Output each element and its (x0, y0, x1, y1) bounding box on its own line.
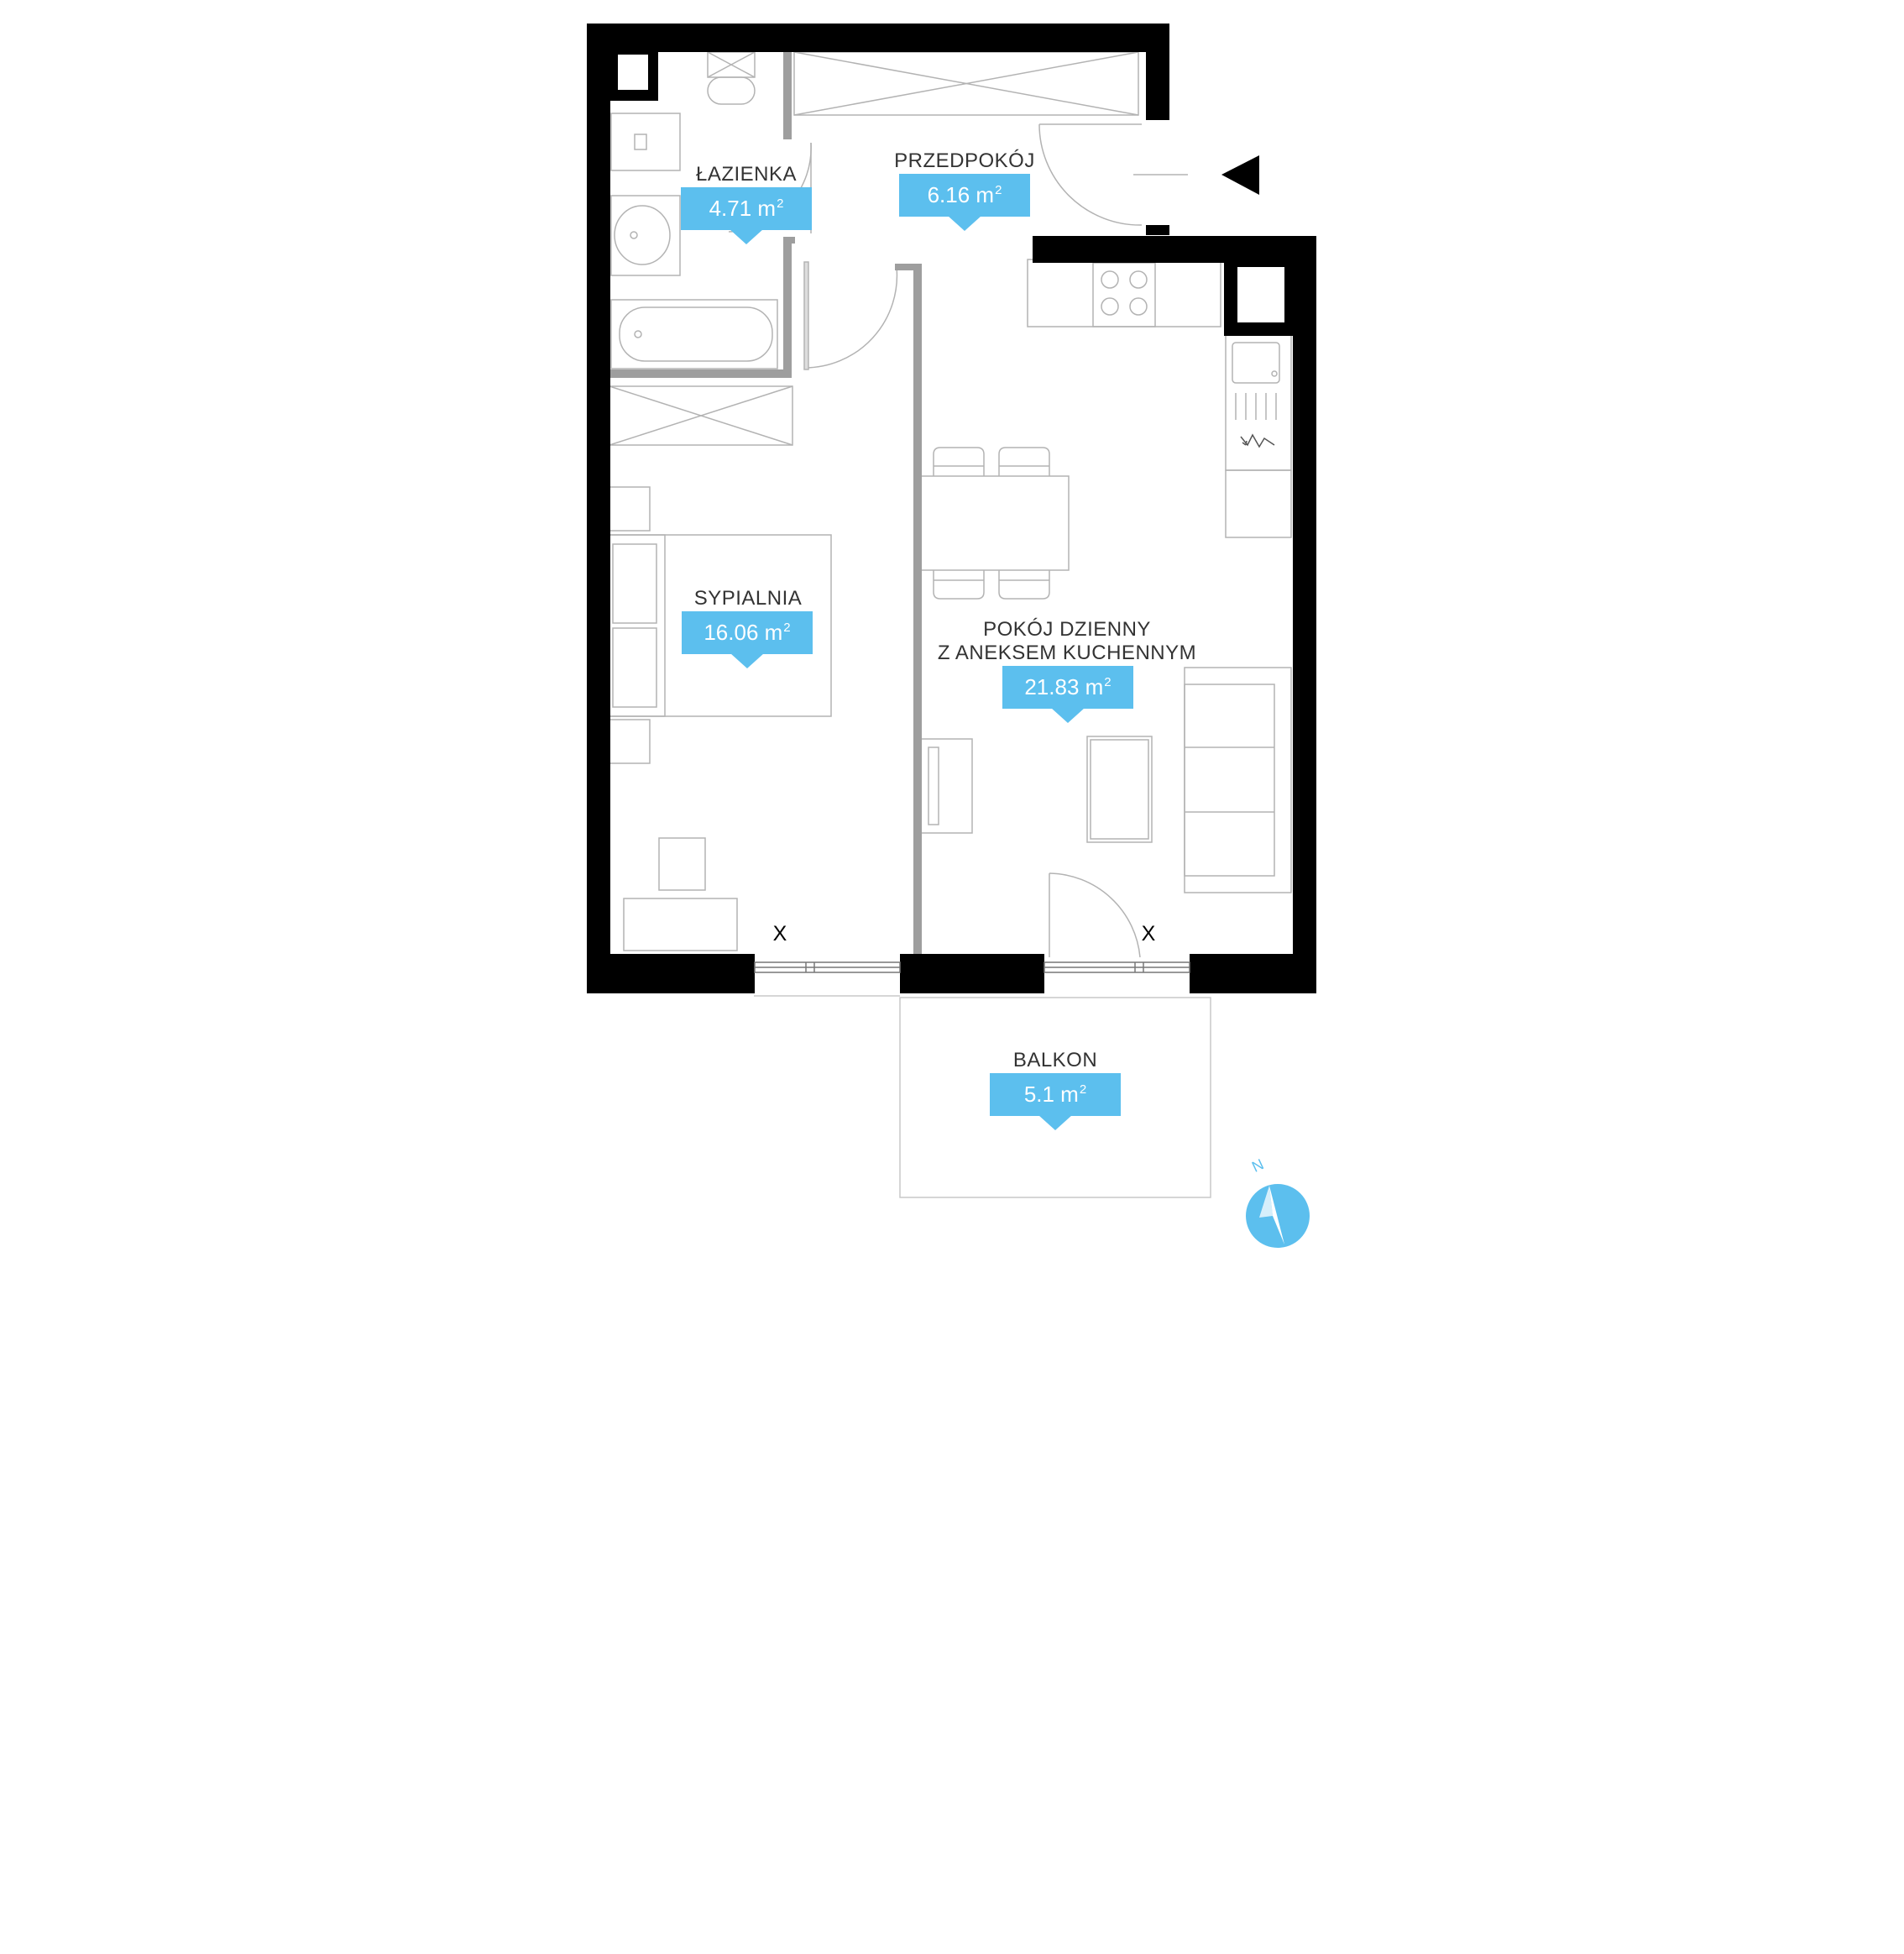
sofa (1184, 667, 1292, 893)
area-tag-pokoj: 21.83 m2 (1002, 666, 1133, 723)
area-value: 21.83 m (1024, 674, 1104, 699)
area-tag-lazienka: 4.71 m2 (681, 187, 812, 244)
area-unit-sup: 2 (777, 196, 784, 211)
furniture (609, 51, 1292, 1198)
area-unit-sup: 2 (783, 621, 791, 635)
washing-machine (610, 113, 681, 171)
wardrobe-bedroom (609, 385, 793, 446)
dining-table (918, 447, 1070, 600)
room-name-pokoj-line2: Z ANEKSEM KUCHENNYM (937, 642, 1197, 664)
area-unit-sup: 2 (1104, 675, 1112, 689)
area-value: 6.16 m (927, 182, 995, 207)
desk (623, 837, 738, 951)
area-unit-sup: 2 (995, 183, 1002, 197)
room-name-pokoj-line1: POKÓJ DZIENNY (983, 618, 1151, 641)
exterior-walls (587, 24, 1316, 993)
area-tag-przedpokoj: 6.16 m2 (899, 174, 1030, 231)
area-unit-sup: 2 (1079, 1082, 1087, 1097)
balcony-outline (899, 997, 1211, 1198)
window-frames (754, 961, 1190, 973)
window-mark: X (772, 922, 787, 946)
entrance-arrow-icon (1221, 155, 1259, 195)
tv-cabinet (919, 738, 973, 834)
area-value: 4.71 m (709, 196, 777, 221)
room-name-lazienka: ŁAZIENKA (695, 163, 798, 186)
area-tag-sypialnia: 16.06 m2 (682, 611, 813, 668)
washbasin (610, 195, 681, 276)
area-tag-balkon: 5.1 m2 (990, 1073, 1121, 1130)
doors (728, 123, 1188, 958)
wardrobe-hallway (793, 51, 1139, 116)
window-mark: X (1141, 922, 1156, 946)
room-name-sypialnia: SYPIALNIA (693, 587, 803, 610)
area-value: 5.1 m (1023, 1082, 1079, 1107)
area-value: 16.06 m (704, 620, 783, 645)
compass-icon (1246, 1184, 1310, 1248)
room-name-przedpokoj: PRZEDPOKÓJ (894, 149, 1035, 172)
toilet (707, 51, 756, 105)
bathtub (610, 299, 778, 369)
coffee-table (1086, 736, 1153, 843)
partition-walls (609, 52, 922, 961)
room-name-balkon: BALKON (1012, 1049, 1098, 1071)
